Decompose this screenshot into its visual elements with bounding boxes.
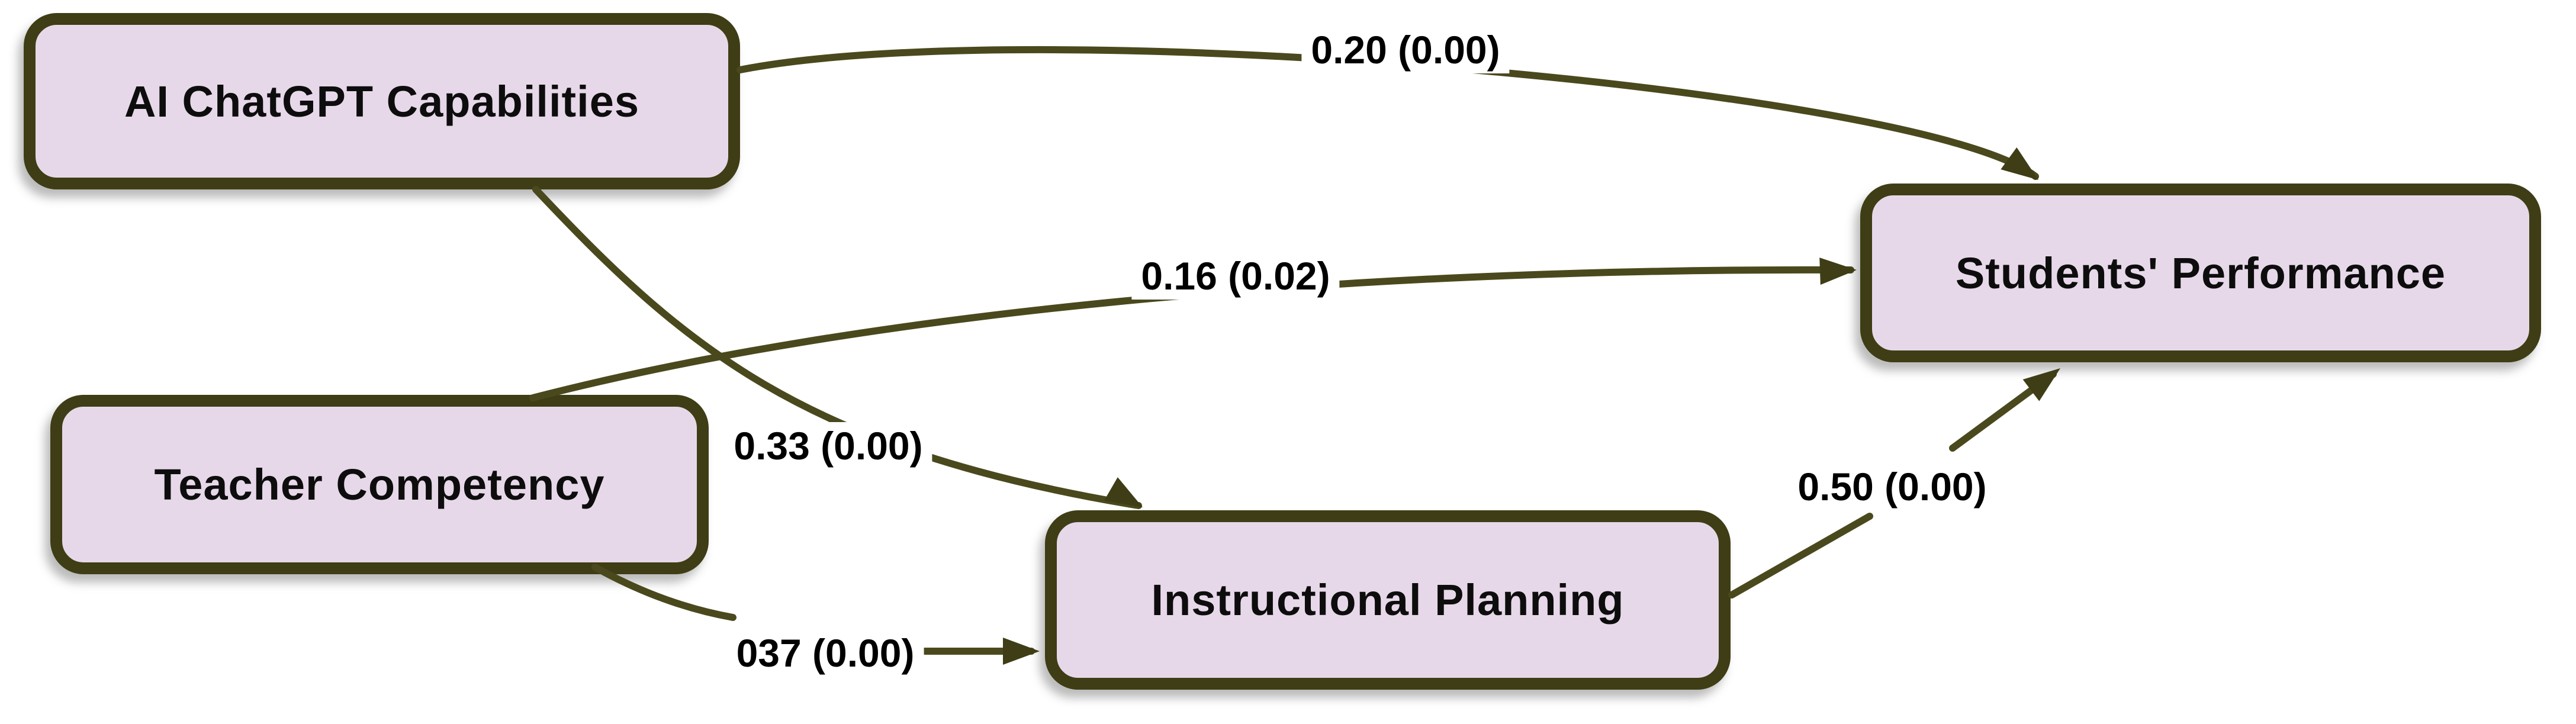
edge-label-teacher-to-planning: 037 (0.00) xyxy=(726,629,924,677)
edge-label-ai-to-performance: 0.20 (0.00) xyxy=(1301,26,1510,73)
node-students-performance: Students' Performance xyxy=(1860,184,2541,362)
node-ai-chatgpt-capabilities: AI ChatGPT Capabilities xyxy=(24,13,740,189)
arrowhead-icon xyxy=(1819,258,1857,285)
edge-label-ai-to-planning: 0.33 (0.00) xyxy=(724,422,932,469)
arrowhead-icon xyxy=(1003,638,1040,665)
node-instructional-planning: Instructional Planning xyxy=(1045,510,1731,690)
node-label: Students' Performance xyxy=(1955,248,2446,298)
arrow-teacher-to-planning-segment1 xyxy=(591,564,737,621)
edge-label-planning-to-performance: 0.50 (0.00) xyxy=(1788,463,1996,510)
arrow-planning-to-performance-segment1 xyxy=(1728,513,1873,598)
arrow-planning-to-performance-segment2 xyxy=(1949,371,2057,452)
edge-label-teacher-to-performance: 0.16 (0.02) xyxy=(1131,252,1340,300)
node-label: AI ChatGPT Capabilities xyxy=(124,76,640,126)
arrowhead-icon xyxy=(2022,368,2060,401)
node-teacher-competency: Teacher Competency xyxy=(50,395,709,574)
node-label: Teacher Competency xyxy=(154,460,605,509)
node-label: Instructional Planning xyxy=(1151,575,1625,625)
